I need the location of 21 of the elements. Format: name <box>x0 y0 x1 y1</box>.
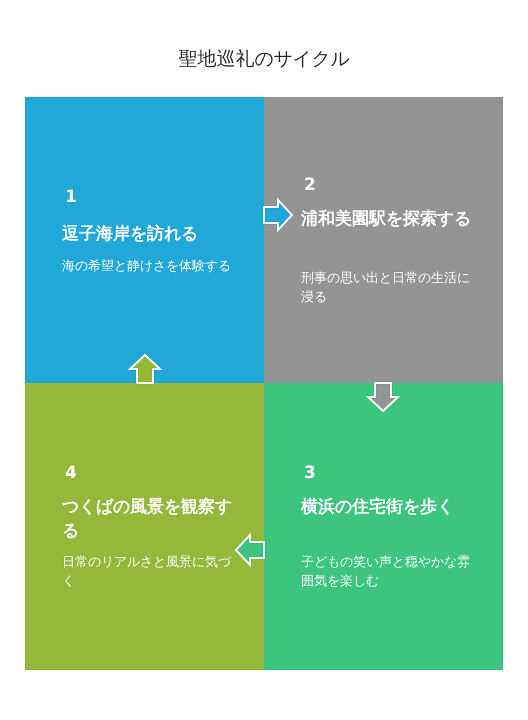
arrow <box>263 197 294 233</box>
step-heading: 横浜の住宅街を歩く <box>301 496 455 519</box>
step-heading: 逗子海岸を訪れる <box>62 223 199 246</box>
step-description: 日常のリアルさと風景に気づく <box>62 554 232 591</box>
arrow <box>127 354 163 384</box>
step-number: 1 <box>65 187 77 207</box>
step-number: 3 <box>304 463 316 483</box>
quadrant-panel <box>264 383 503 670</box>
quadrant-panel <box>25 97 264 383</box>
quadrant-panel <box>264 97 503 383</box>
title: 聖地巡礼のサイクル <box>178 47 350 72</box>
arrow <box>365 382 401 412</box>
step-description: 子どもの笑い声と穏やかな雰囲気を楽しむ <box>301 554 471 591</box>
step-description: 海の希望と静けさを体験する <box>62 258 232 276</box>
step-number: 4 <box>65 463 77 483</box>
step-description: 刑事の思い出と日常の生活に浸る <box>301 270 471 307</box>
step-number: 2 <box>304 175 316 195</box>
quadrant-panel <box>25 383 264 670</box>
arrow <box>234 532 265 568</box>
step-heading: 浦和美園駅を探索する <box>301 208 472 231</box>
step-heading: つくばの風景を観察する <box>62 496 233 543</box>
